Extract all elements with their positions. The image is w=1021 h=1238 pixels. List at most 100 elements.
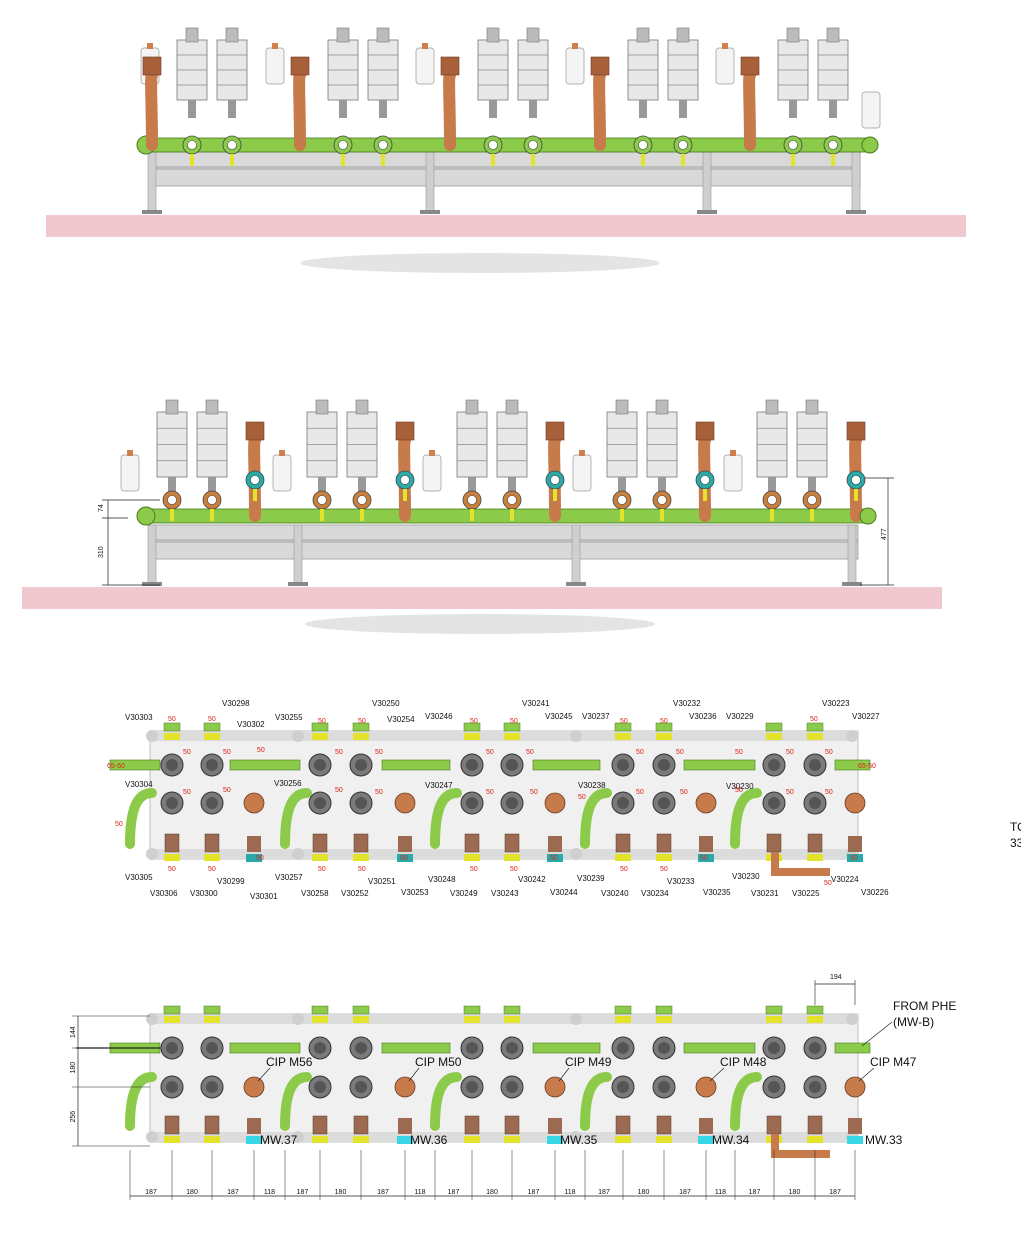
green-elbow: [580, 1072, 612, 1131]
yellow-marker: [360, 509, 364, 521]
copper-stub: [312, 833, 328, 853]
diameter-label: 50: [850, 855, 858, 862]
actuator-cap: [205, 399, 219, 415]
cip-label: CIP M47: [870, 1055, 917, 1069]
valve-stem: [358, 477, 366, 495]
valve-hub: [506, 797, 518, 809]
pipe-end-cap: [861, 136, 879, 154]
valve-body-bore: [807, 495, 817, 505]
yellow-marker: [660, 509, 664, 521]
sight-glass: [565, 47, 585, 85]
bottom-dimension: 187: [227, 1189, 239, 1196]
sight-glass-cap: [127, 450, 133, 456]
copper-stub: [848, 836, 862, 852]
actuator-cap: [165, 399, 179, 415]
yellow-clamp: [353, 1136, 369, 1143]
support-leg: [425, 151, 435, 213]
diameter-label: 50: [526, 749, 534, 756]
copper-stub: [353, 833, 369, 853]
sight-glass-cap: [422, 43, 428, 49]
valve-tag: V30300: [190, 889, 218, 898]
valve-body-bore: [357, 495, 367, 505]
valve-tag: V30257: [275, 873, 303, 882]
sight-glass-cap: [147, 43, 153, 49]
yellow-marker: [253, 489, 257, 501]
elbow-flange: [245, 421, 265, 441]
yellow-clamp: [164, 1136, 180, 1143]
valve-hub: [617, 797, 629, 809]
valve-hub: [809, 1042, 821, 1054]
diameter-label: 50: [257, 747, 265, 754]
yellow-clamp: [312, 854, 328, 861]
diameter-label: 50: [700, 855, 708, 862]
actuator-cap: [315, 399, 329, 415]
frame-rail: [150, 166, 860, 170]
diameter-label: 50: [318, 718, 326, 725]
yellow-marker: [553, 489, 557, 501]
mw-outlet: [698, 854, 714, 862]
valve-tag: V30231: [751, 889, 779, 898]
bottom-dimension: 187: [598, 1189, 610, 1196]
teal-valve-bore: [851, 475, 861, 485]
valve-tag: V30299: [217, 877, 245, 886]
valve-body-bore: [528, 140, 538, 150]
mw-label: MW.35: [560, 1133, 598, 1147]
front-dim-310: 310: [98, 546, 105, 558]
valve-stem: [679, 100, 687, 118]
valve-tag: V30232: [673, 699, 701, 708]
actuator-cap: [636, 27, 650, 43]
valve-tag: V30304: [125, 780, 153, 789]
green-stub: [806, 722, 824, 732]
copper-stub: [353, 1115, 369, 1135]
diameter-label: 50: [183, 749, 191, 756]
yellow-clamp: [312, 1136, 328, 1143]
yellow-marker: [620, 509, 624, 521]
valve-tag: V30224: [831, 875, 859, 884]
bottom-dimension: 187: [528, 1189, 540, 1196]
yellow-clamp: [504, 854, 520, 861]
diameter-label: 50: [486, 749, 494, 756]
bottom-dimension: 118: [715, 1189, 726, 1196]
copper-valve: [844, 792, 866, 814]
valve-tag: V30243: [491, 889, 519, 898]
mw-outlet: [547, 1136, 563, 1144]
frame-rail: [150, 539, 858, 543]
bottom-dimension: 118: [414, 1189, 425, 1196]
valve-tag: V30250: [372, 699, 400, 708]
valve-stem: [379, 100, 387, 118]
header-pipe: [229, 1042, 301, 1054]
green-stub: [655, 722, 673, 732]
copper-valve: [544, 792, 566, 814]
sight-glass-cap: [722, 43, 728, 49]
header-pipe: [381, 1042, 451, 1054]
copper-valve: [394, 1076, 416, 1098]
diameter-label: 50: [620, 718, 628, 725]
valve-body-bore: [828, 140, 838, 150]
elbow-flange: [545, 421, 565, 441]
valve-stem: [829, 100, 837, 118]
valve-hub: [355, 797, 367, 809]
diameter-label: 50: [510, 718, 518, 725]
diameter-label: 50: [486, 789, 494, 796]
sight-glass: [715, 47, 735, 85]
cip-label: CIP M49: [565, 1055, 612, 1069]
valve-tag: V30235: [703, 888, 731, 897]
sight-glass-cap: [730, 450, 736, 456]
valve-tag: V30239: [577, 874, 605, 883]
copper-bend: [771, 852, 830, 876]
header-pipe: [683, 759, 756, 771]
diameter-label: 50: [660, 866, 668, 873]
valve-hub: [314, 1042, 326, 1054]
mw-outlet: [246, 854, 262, 862]
green-elbow: [430, 788, 462, 849]
bottom-dimension: 187: [749, 1189, 761, 1196]
yellow-marker: [470, 509, 474, 521]
green-stub: [311, 722, 329, 732]
valve-tag: V30247: [425, 781, 453, 790]
elbow-flange: [590, 56, 610, 76]
yellow-clamp: [464, 1016, 480, 1023]
sight-glass-cap: [429, 450, 435, 456]
floor-band-front: [22, 587, 942, 609]
corner-foot: [846, 730, 858, 742]
corner-foot: [570, 848, 582, 860]
